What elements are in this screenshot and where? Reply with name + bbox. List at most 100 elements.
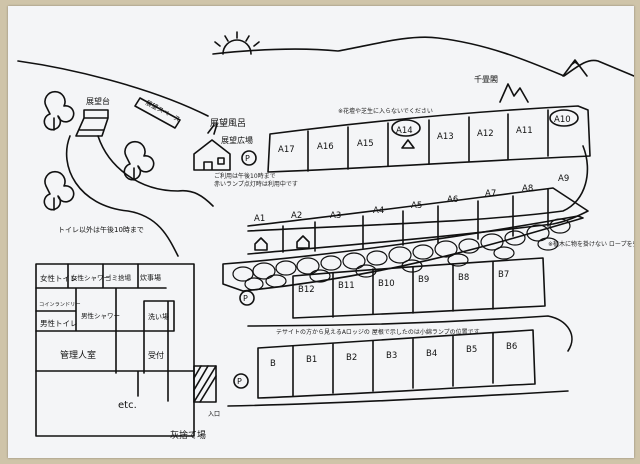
site-label[interactable]: A3 bbox=[330, 211, 341, 221]
site-label[interactable]: A16 bbox=[317, 142, 334, 152]
a-mid-row-dividers bbox=[282, 188, 549, 253]
b-lower-row-dividers bbox=[292, 332, 494, 397]
site-label[interactable]: B11 bbox=[338, 281, 355, 291]
site-label[interactable]: A5 bbox=[411, 201, 422, 211]
site-label[interactable]: A2 bbox=[291, 211, 302, 221]
toilet-hours-note: トイレ以外は午後10時まで bbox=[58, 225, 144, 234]
site-label[interactable]: B1 bbox=[306, 355, 317, 365]
road-bottom bbox=[227, 390, 569, 407]
bath-lamp-note: 赤いランプ点灯時は利用中です bbox=[214, 180, 298, 188]
a10-highlight-circle bbox=[549, 109, 579, 127]
site-label[interactable]: B10 bbox=[378, 279, 395, 289]
bath-steam-icon bbox=[207, 123, 218, 135]
parking-icon bbox=[233, 373, 249, 389]
campsite-map: 展望台 展望スペース 展望風呂 展望広場 千畳閣 ※花壇や芝生に入らないでくださ… bbox=[17, 31, 634, 441]
b-lower-row-site-labels: B B1 B2 B3 B4 B5 B6 bbox=[270, 342, 517, 369]
senjokaku-label: 千畳閣 bbox=[474, 74, 498, 84]
site-label[interactable]: A10 bbox=[554, 115, 571, 125]
parking-label: P bbox=[243, 294, 248, 303]
observation-bath-icon bbox=[193, 139, 231, 171]
parking-icon bbox=[239, 290, 255, 306]
site-label[interactable]: A11 bbox=[516, 126, 533, 136]
etc-label: etc. bbox=[118, 400, 137, 411]
wash-area-label: 洗い場 bbox=[148, 312, 169, 321]
site-label[interactable]: A12 bbox=[477, 129, 494, 139]
facility-building bbox=[35, 263, 195, 437]
senjokaku-rock-icon bbox=[499, 83, 529, 103]
site-label[interactable]: A1 bbox=[254, 214, 265, 224]
parking-label: P bbox=[237, 377, 242, 386]
b-lower-row-outline bbox=[257, 329, 536, 399]
road-middle bbox=[247, 315, 573, 352]
site-label[interactable]: B2 bbox=[346, 353, 357, 363]
men-shower-label: 男性シャワー bbox=[81, 311, 120, 320]
road-top-loop bbox=[247, 145, 589, 232]
reception-label: 受付 bbox=[148, 350, 164, 360]
flowerbed-note: ※花壇や芝生に入らないでください bbox=[338, 107, 433, 115]
site-label[interactable]: A9 bbox=[558, 174, 569, 184]
walking-path-inner bbox=[97, 135, 214, 207]
site-label[interactable]: A14 bbox=[396, 126, 413, 136]
site-label[interactable]: A7 bbox=[485, 189, 496, 199]
top-row-site-labels: A17 A16 A15 A14 A13 A12 A11 A10 bbox=[278, 115, 571, 155]
site-label[interactable]: B7 bbox=[498, 270, 509, 280]
b-upper-row-site-labels: B12 B11 B10 B9 B8 B7 bbox=[298, 270, 509, 295]
facility-room-walls bbox=[35, 263, 195, 402]
site-label[interactable]: A13 bbox=[437, 132, 454, 142]
b-upper-row-outline bbox=[292, 257, 546, 319]
manager-room-label: 管理人室 bbox=[60, 349, 96, 361]
tree-rope-note: ※植木に物を掛けない ロープを張らないでください bbox=[548, 240, 634, 248]
a14-highlight-circle bbox=[391, 119, 421, 137]
site-label[interactable]: A15 bbox=[357, 139, 374, 149]
tree-icon bbox=[43, 90, 75, 131]
walking-path bbox=[65, 135, 179, 257]
mountain-ridge bbox=[212, 36, 634, 77]
lodge-roof-icon bbox=[254, 235, 310, 251]
site-label[interactable]: B3 bbox=[386, 351, 397, 361]
stone-wall bbox=[232, 218, 571, 291]
lamp-marker-icon bbox=[401, 139, 415, 149]
men-toilet-label: 男性トイレ bbox=[40, 318, 78, 328]
women-toilet-label: 女性トイレ bbox=[40, 273, 78, 283]
site-label[interactable]: B bbox=[270, 359, 276, 369]
site-label[interactable]: A17 bbox=[278, 145, 295, 155]
site-label[interactable]: B4 bbox=[426, 349, 437, 359]
site-label[interactable]: A6 bbox=[447, 195, 458, 205]
garbage-label: ゴミ捨場 bbox=[105, 273, 132, 282]
campsite-map-sheet: 展望台 展望スペース 展望風呂 展望広場 千畳閣 ※花壇や芝生に入らないでくださ… bbox=[8, 6, 634, 458]
ash-disposal-box bbox=[193, 365, 217, 403]
ash-disposal-label: 灰捨て場 bbox=[170, 429, 206, 441]
mountain-icon bbox=[562, 59, 588, 77]
kitchen-label: 炊事場 bbox=[140, 273, 161, 282]
coin-laundry-label: コインランドリー bbox=[39, 301, 81, 308]
site-label[interactable]: B8 bbox=[458, 273, 469, 283]
site-label[interactable]: A4 bbox=[373, 206, 384, 216]
observation-deck-label: 展望台 bbox=[86, 96, 110, 106]
parking-icon bbox=[241, 150, 257, 166]
sun-rays-icon bbox=[214, 31, 260, 47]
a-top-row-dividers bbox=[307, 109, 549, 172]
observation-deck-icon bbox=[75, 109, 109, 137]
site-label[interactable]: B6 bbox=[506, 342, 517, 352]
women-shower-label: 女性シャワー bbox=[71, 273, 110, 282]
observation-plaza-label: 展望広場 bbox=[221, 135, 253, 145]
lodge-roof-note: テサイトの方から見えるAロッジの 屋根で示したのは小綿ランプの位置です bbox=[276, 328, 480, 336]
mid-row-site-labels: A1 A2 A3 A4 A5 A6 A7 A8 A9 bbox=[254, 174, 569, 224]
sun-icon bbox=[222, 39, 252, 55]
parking-label: P bbox=[245, 154, 250, 163]
site-label[interactable]: B9 bbox=[418, 275, 429, 285]
observation-space-sign bbox=[134, 97, 181, 129]
a-mid-row-outline bbox=[247, 187, 589, 255]
hill-outline bbox=[17, 60, 209, 117]
b-upper-row-dividers bbox=[332, 261, 494, 318]
site-label[interactable]: A8 bbox=[522, 184, 533, 194]
site-label[interactable]: B12 bbox=[298, 285, 315, 295]
entrance-label: 入口 bbox=[208, 411, 220, 418]
tree-icon bbox=[43, 170, 75, 211]
bath-hours-note: ご利用は午後10時まで bbox=[214, 172, 276, 180]
observation-bath-label: 展望風呂 bbox=[210, 117, 246, 129]
ash-disposal-hatching bbox=[193, 365, 217, 403]
tree-icon bbox=[123, 140, 155, 181]
stone-wall-outline bbox=[222, 215, 584, 292]
site-label[interactable]: B5 bbox=[466, 345, 477, 355]
